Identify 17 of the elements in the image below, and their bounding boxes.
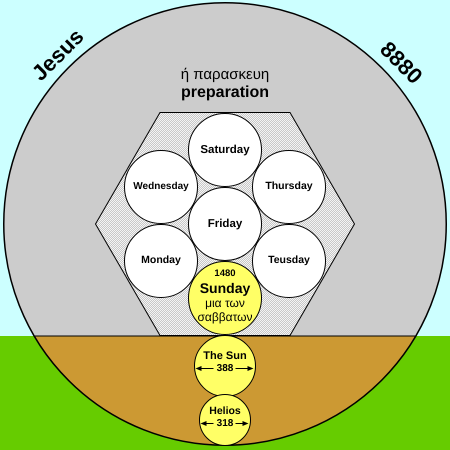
day-label: Monday: [141, 255, 181, 267]
day-label: Wednesday: [133, 181, 189, 193]
hexagon-frame: [95, 112, 355, 336]
name-label: Helios: [209, 406, 241, 418]
measure-label: 388: [216, 362, 234, 374]
day-label: Thursday: [265, 181, 313, 193]
day-label: Saturday: [200, 144, 250, 156]
greek-title: ή παρασκευη: [180, 67, 270, 84]
measure-label: 318: [216, 418, 234, 429]
day-label: Teusday: [268, 255, 310, 267]
name-label: The Sun: [203, 350, 247, 363]
day-label: Friday: [208, 218, 242, 230]
day-label: Sunday: [200, 281, 250, 297]
number-label: 1480: [214, 268, 236, 280]
english-title: preparation: [181, 84, 269, 102]
greek-label: μια των σαββατων: [196, 296, 254, 324]
outer-circle: [3, 2, 447, 446]
